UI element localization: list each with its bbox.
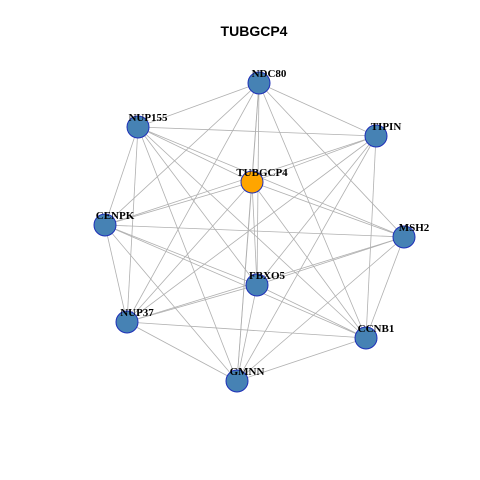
node-label-msh2: MSH2 [399, 222, 430, 234]
edge-tubgcp4-ccnb1 [251, 181, 367, 339]
node-gmnn [225, 369, 249, 393]
edge-tubgcp4-msh2 [251, 181, 405, 238]
node-label-ccnb1: CCNB1 [358, 323, 395, 335]
edge-ndc80-ccnb1 [258, 82, 367, 339]
edge-ndc80-tipin [258, 82, 377, 137]
edge-fbxo5-gmnn [236, 284, 258, 382]
edge-cenpk-msh2 [104, 224, 405, 238]
edge-tipin-cenpk [104, 135, 377, 226]
edge-fbxo5-ccnb1 [256, 284, 367, 339]
edge-ccnb1-gmnn [236, 337, 367, 382]
node-label-nup155: NUP155 [128, 112, 168, 124]
edge-tipin-gmnn [236, 135, 377, 382]
node-tipin [364, 124, 388, 148]
edge-nup155-ccnb1 [137, 126, 367, 339]
edge-msh2-gmnn [236, 236, 405, 382]
edge-cenpk-nup37 [104, 224, 128, 323]
edge-nup155-cenpk [104, 126, 139, 226]
edge-tubgcp4-cenpk [104, 181, 253, 226]
edge-ndc80-msh2 [258, 82, 405, 238]
node-label-ndc80: NDC80 [252, 68, 287, 80]
edge-ndc80-nup37 [126, 82, 260, 323]
edge-nup155-tipin [137, 126, 377, 137]
edge-tubgcp4-fbxo5 [251, 181, 258, 286]
edge-tubgcp4-nup37 [126, 181, 253, 323]
edge-nup155-msh2 [137, 126, 405, 238]
node-label-gmnn: GMNN [230, 366, 265, 378]
edge-nup155-tubgcp4 [137, 126, 253, 183]
node-fbxo5 [245, 273, 269, 297]
edge-tipin-nup37 [126, 135, 377, 323]
node-tubgcp4 [240, 170, 264, 194]
edge-cenpk-gmnn [104, 224, 238, 382]
edge-tipin-tubgcp4 [251, 135, 377, 183]
edge-ndc80-cenpk [104, 82, 260, 226]
node-label-nup37: NUP37 [120, 307, 154, 319]
node-label-cenpk: CENPK [96, 210, 135, 222]
edge-nup37-gmnn [126, 321, 238, 382]
edge-cenpk-ccnb1 [104, 224, 367, 339]
node-nup37 [115, 310, 139, 334]
node-ndc80 [247, 71, 271, 95]
edge-nup37-ccnb1 [126, 321, 367, 339]
node-ccnb1 [354, 326, 378, 350]
edge-nup155-fbxo5 [137, 126, 258, 286]
edge-nup155-nup37 [126, 126, 139, 323]
edge-msh2-ccnb1 [365, 236, 405, 339]
node-cenpk [93, 213, 117, 237]
node-label-tubgcp4: TUBGCP4 [236, 167, 288, 179]
edge-tubgcp4-gmnn [236, 181, 253, 382]
graph-title: TUBGCP4 [221, 23, 288, 39]
node-label-fbxo5: FBXO5 [249, 270, 286, 282]
edge-msh2-fbxo5 [256, 236, 405, 286]
edge-ndc80-nup155 [137, 82, 260, 128]
node-nup155 [126, 115, 150, 139]
node-label-tipin: TIPIN [371, 121, 402, 133]
edge-fbxo5-nup37 [126, 284, 258, 323]
edge-layer [104, 82, 405, 382]
node-layer [93, 71, 416, 393]
edge-tipin-fbxo5 [256, 135, 377, 286]
node-msh2 [392, 225, 416, 249]
edge-tipin-ccnb1 [365, 135, 377, 339]
edge-cenpk-fbxo5 [104, 224, 258, 286]
